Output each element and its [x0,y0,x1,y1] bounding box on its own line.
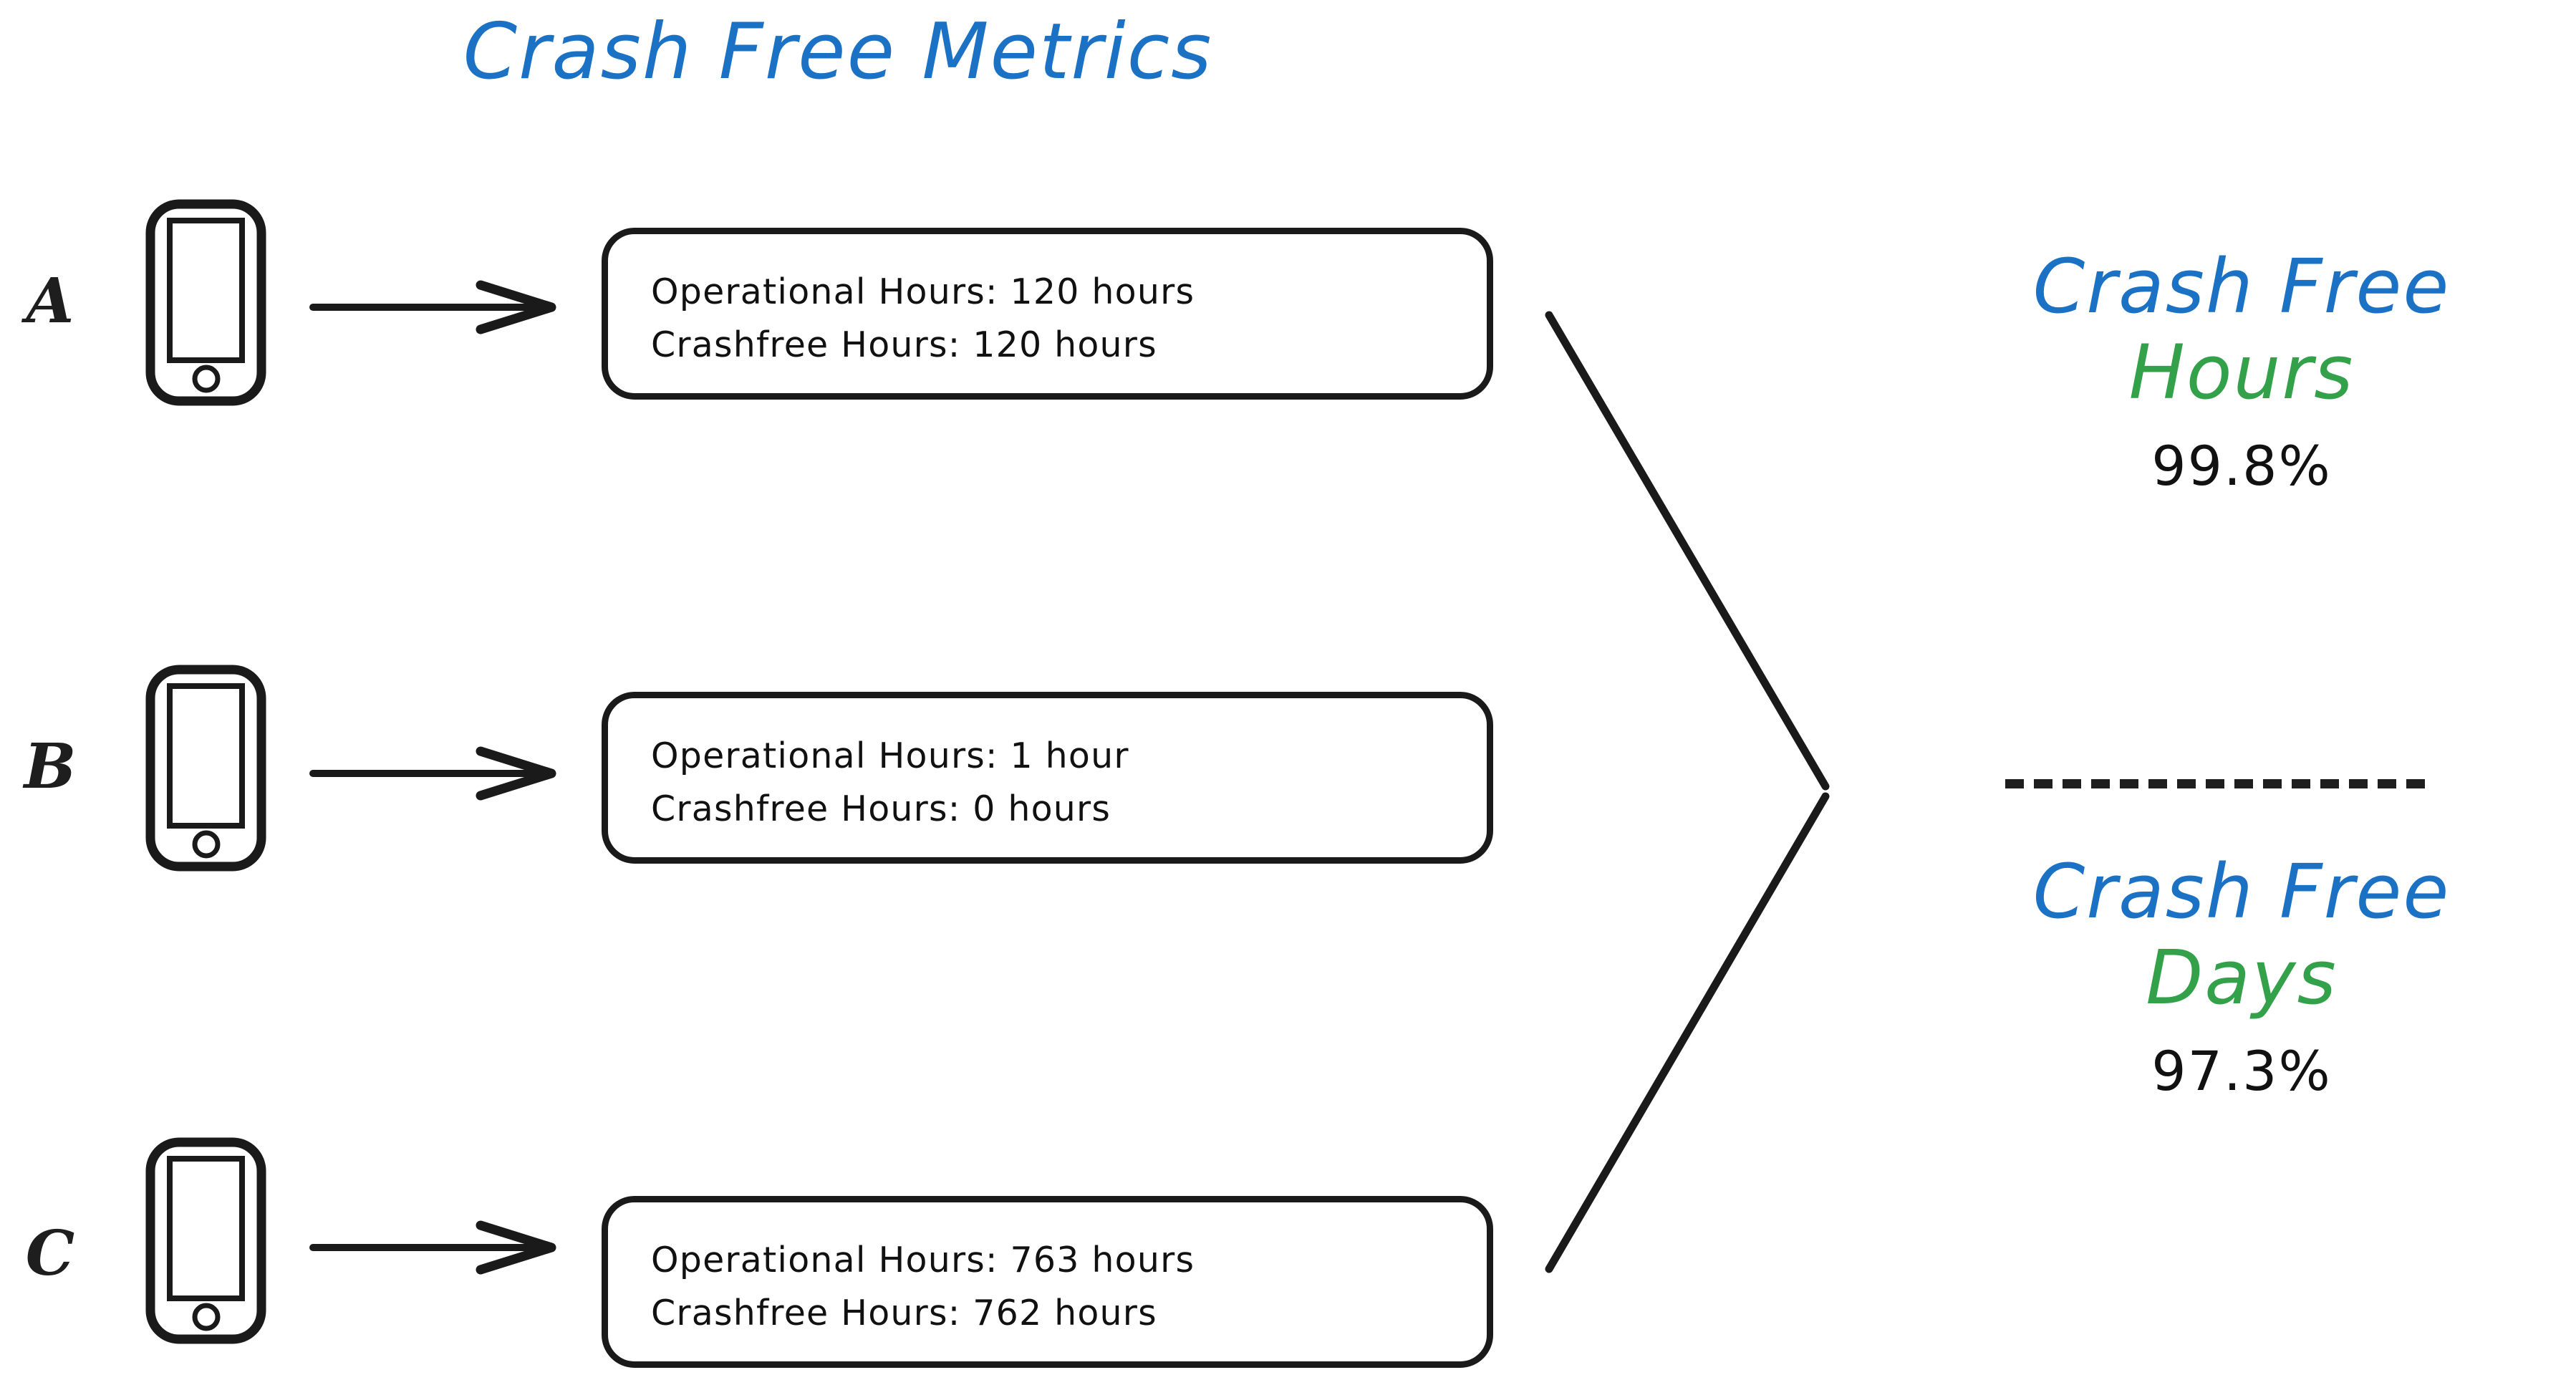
metric-days-title-line1: Crash Free [2032,848,2451,935]
phone-home-button [192,1303,221,1331]
operational-hours-c: Operational Hours: 763 hours [651,1240,1195,1280]
phone-home-button [192,830,221,859]
metric-hours-title-line2: Hours [2128,329,2355,416]
phone-body [145,199,266,406]
arrow-head [476,1220,556,1275]
operational-hours-a: Operational Hours: 120 hours [651,271,1195,312]
metric-crash-free-days: Crash Free Days 97.3% [1919,849,2564,1103]
funnel-chevron-icon [1545,311,1830,1273]
arrow-right-icon [309,1220,556,1275]
funnel-lower-line [1545,792,1830,1273]
metric-days-value: 97.3% [2151,1039,2332,1103]
phone-icon [145,1137,266,1344]
phone-screen [167,683,245,829]
operational-hours-b: Operational Hours: 1 hour [651,735,1129,776]
phone-screen [167,218,245,363]
phone-home-button [192,365,221,393]
device-box-a: Operational Hours: 120 hours Crashfree H… [602,228,1493,400]
phone-icon [145,665,266,872]
device-label-c: C [25,1217,75,1290]
phone-body [145,665,266,872]
device-box-c: Operational Hours: 763 hours Crashfree H… [602,1196,1493,1368]
arrow-head [476,280,556,334]
crashfree-hours-a: Crashfree Hours: 120 hours [651,324,1157,365]
arrow-right-icon [309,280,556,334]
device-box-b: Operational Hours: 1 hour Crashfree Hour… [602,692,1493,864]
device-label-a: A [26,265,74,337]
phone-icon [145,199,266,406]
device-label-b: B [24,730,77,803]
metric-crash-free-hours: Crash Free Hours 99.8% [1919,243,2564,498]
phone-body [145,1137,266,1344]
metric-days-title-line2: Days [2146,934,2338,1021]
phone-screen [167,1156,245,1301]
dashed-divider [2005,779,2425,788]
metric-hours-title-line1: Crash Free [2032,243,2451,330]
crashfree-hours-c: Crashfree Hours: 762 hours [651,1293,1157,1333]
crashfree-hours-b: Crashfree Hours: 0 hours [651,788,1111,829]
page-title: Crash Free Metrics [463,7,1213,97]
arrow-head [476,746,556,801]
funnel-upper-line [1545,311,1830,791]
metric-hours-value: 99.8% [2151,434,2332,498]
arrow-right-icon [309,746,556,801]
